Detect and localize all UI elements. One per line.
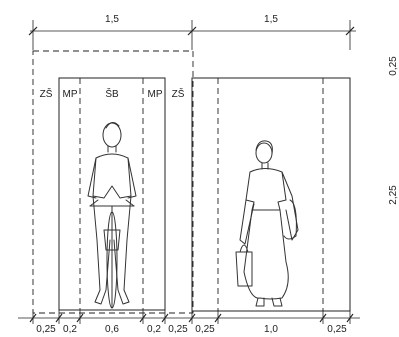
zone-label-mp-right: MP	[148, 89, 163, 100]
cyclist-inner-profile	[58, 77, 166, 311]
top-dim-right-label: 1,5	[264, 14, 278, 25]
bottom-dim-label-8: 0,25	[327, 324, 347, 335]
zone-label-sb: ŠB	[105, 87, 119, 100]
bottom-dimension-line	[18, 310, 360, 324]
cyclist-figure	[87, 122, 137, 309]
vertical-dim-main-label: 2,25	[388, 185, 399, 205]
bottom-dim-label-5: 0,25	[168, 324, 188, 335]
pedestrian-figure	[235, 140, 299, 307]
vertical-dim-top-label: 0,25	[388, 56, 399, 76]
zone-label-mp-left: MP	[63, 89, 78, 100]
bottom-dim-label-2: 0,2	[63, 324, 77, 335]
bottom-dim-label-7: 1,0	[264, 324, 278, 335]
top-dimension-line	[28, 20, 356, 50]
top-dim-left-label: 1,5	[105, 14, 119, 25]
zone-label-zs-left: ZŠ	[40, 87, 53, 100]
bottom-dim-label-4: 0,2	[147, 324, 161, 335]
bottom-dim-label-6: 0,25	[195, 324, 215, 335]
pedestrian-profile	[191, 77, 351, 312]
zone-label-zs-right: ZŠ	[172, 87, 185, 100]
cyclist-outer-clearance-dashed	[32, 50, 194, 314]
bottom-dim-label-3: 0,6	[105, 324, 119, 335]
bottom-dim-label-1: 0,25	[36, 324, 56, 335]
